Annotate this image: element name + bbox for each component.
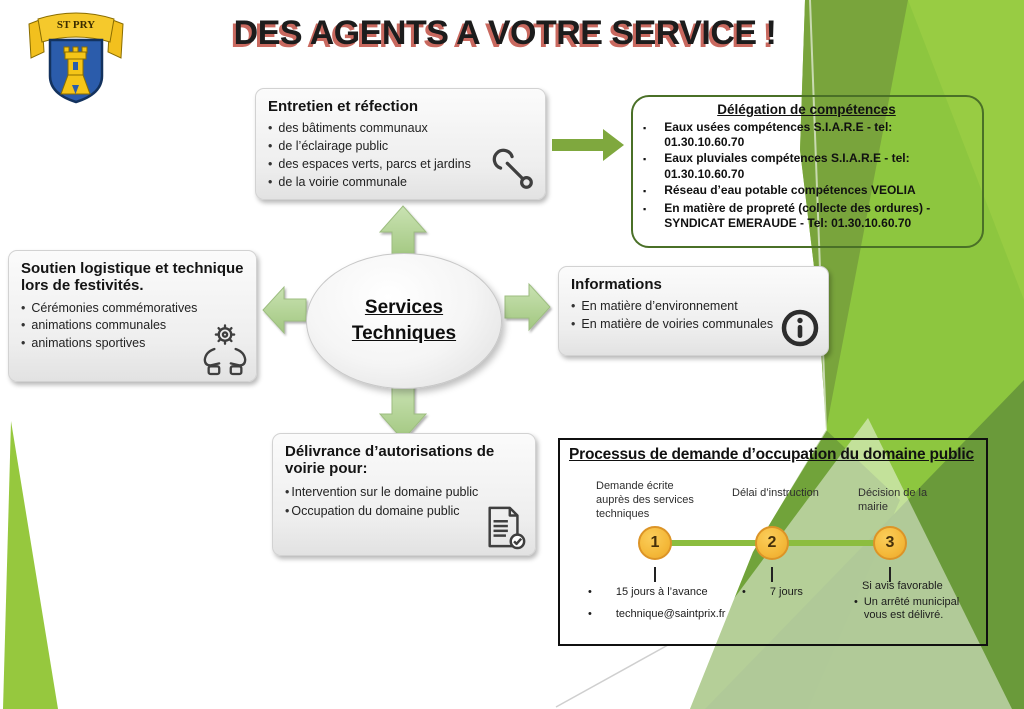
list-item: de l’éclairage public: [268, 138, 533, 156]
list-item: En matière d’environnement: [571, 298, 816, 316]
step-1-notes: 15 jours à l’avance technique@saintprix.…: [588, 586, 758, 630]
note-item: Un arrêté municipal vous est délivré.: [854, 596, 980, 622]
document-check-icon: [488, 506, 526, 550]
step-3-notes: Si avis favorable Un arrêté municipal vo…: [852, 580, 980, 622]
processus-box: Processus de demande d’occupation du dom…: [558, 438, 988, 646]
delegation-list: Eaux usées compétences S.I.A.R.E - tel: …: [643, 120, 970, 232]
hub-services-techniques: Services Techniques: [306, 253, 502, 389]
card-soutien-title: Soutien logistique et technique lors de …: [21, 260, 244, 295]
processus-title: Processus de demande d’occupation du dom…: [569, 446, 974, 463]
card-informations: Informations En matière d’environnement …: [558, 266, 829, 356]
list-item: En matière de propreté (collecte des ord…: [643, 201, 970, 231]
card-entretien: Entretien et réfection des bâtiments com…: [255, 88, 546, 200]
hands-gear-icon: [203, 324, 247, 376]
step-2-notes: 7 jours: [742, 586, 852, 608]
note-item: technique@saintprix.fr: [588, 608, 758, 621]
list-item: des bâtiments communaux: [268, 120, 533, 138]
list-item: animations sportives: [21, 335, 244, 353]
step-2-circle: 2: [755, 526, 789, 560]
list-item: Eaux usées compétences S.I.A.R.E - tel: …: [643, 120, 970, 150]
hub-label-line2: Techniques: [351, 323, 457, 344]
step-3-circle: 3: [873, 526, 907, 560]
delegation-box: Délégation de compétences Eaux usées com…: [631, 95, 984, 248]
hub-label-line1: Services: [364, 297, 444, 319]
page-title: DES AGENTS A VOTRE SERVICE !: [233, 14, 777, 52]
card-soutien-list: Cérémonies commémoratives animations com…: [21, 300, 244, 353]
card-delivrance-title: Délivrance d’autorisations de voirie pou…: [285, 443, 495, 478]
list-item: des espaces verts, parcs et jardins: [268, 156, 533, 174]
card-informations-list: En matière d’environnement En matière de…: [571, 298, 816, 334]
banner-text: ST PRY: [57, 19, 95, 31]
list-item: Cérémonies commémoratives: [21, 300, 244, 318]
note-item: 15 jours à l’avance: [588, 586, 758, 599]
delegation-title: Délégation de compétences: [717, 102, 896, 117]
list-item: En matière de voiries communales: [571, 316, 816, 334]
wrench-icon: [492, 148, 533, 189]
city-coat-of-arms: ST PRY: [28, 12, 124, 104]
card-informations-title: Informations: [571, 276, 662, 293]
card-entretien-title: Entretien et réfection: [268, 98, 419, 115]
step-3-label: Décision de la mairie: [858, 487, 928, 513]
step-1-circle: 1: [638, 526, 672, 560]
card-delivrance: Délivrance d’autorisations de voirie pou…: [272, 433, 536, 556]
step-1-label: Demande écrite auprès des services techn…: [596, 480, 694, 520]
note-item: 7 jours: [742, 586, 852, 599]
card-delivrance-list: Intervention sur le domaine public Occup…: [285, 483, 523, 522]
list-item: animations communales: [21, 317, 244, 335]
info-icon: [781, 309, 819, 347]
note-intro: Si avis favorable: [862, 580, 943, 592]
step-3-tick: [889, 567, 891, 582]
list-item: Intervention sur le domaine public: [285, 483, 523, 502]
list-item: Eaux pluviales compétences S.I.A.R.E - t…: [643, 151, 970, 181]
card-entretien-list: des bâtiments communaux de l’éclairage p…: [268, 120, 533, 191]
step-1-tick: [654, 567, 656, 582]
step-2-tick: [771, 567, 773, 582]
list-item: Occupation du domaine public: [285, 502, 523, 521]
step-2-label: Délai d’instruction: [732, 487, 819, 499]
card-soutien: Soutien logistique et technique lors de …: [8, 250, 257, 382]
list-item: de la voirie communale: [268, 174, 533, 192]
list-item: Réseau d’eau potable compétences VEOLIA: [643, 183, 970, 200]
